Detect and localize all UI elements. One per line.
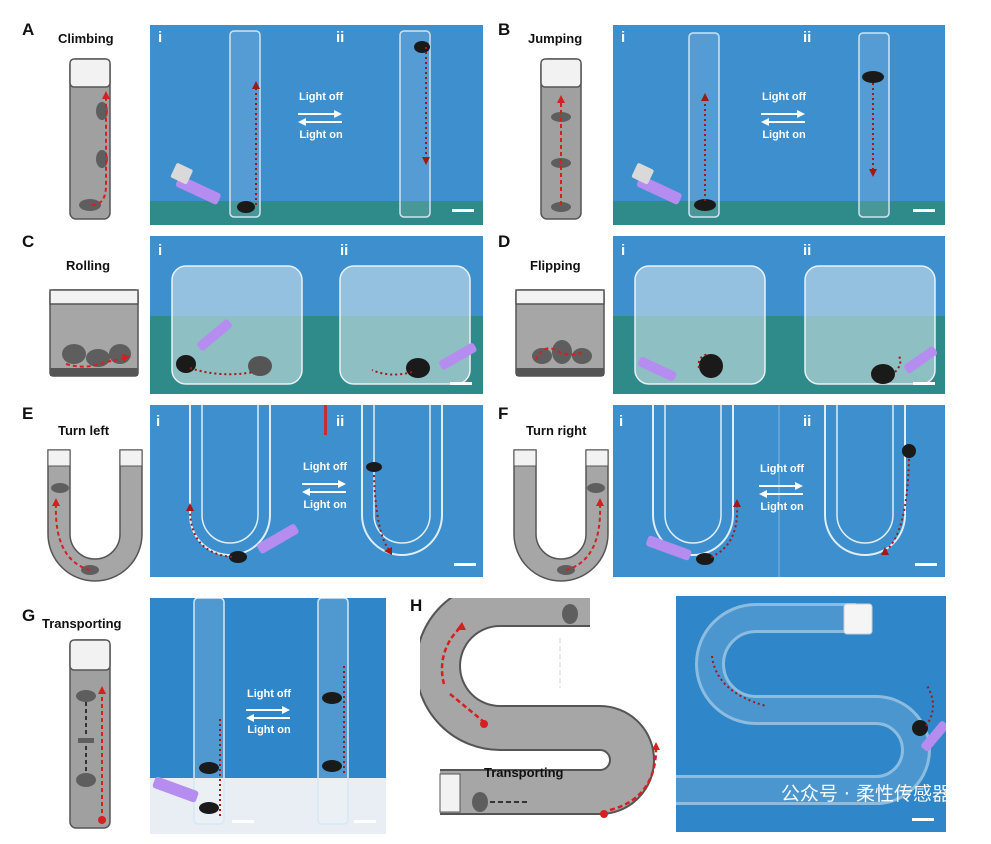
panel-e-scale-bar [454, 563, 476, 566]
panel-f-schematic-u-tube [513, 449, 609, 582]
panel-c-scale-bar [450, 382, 472, 385]
panel-b-scale-bar [913, 209, 935, 212]
panel-b-schematic-tube [540, 58, 582, 220]
panel-a-sub-i: i [158, 29, 163, 46]
panel-c-photo: i ii [150, 236, 483, 394]
panel-g-light-on: Light on [247, 724, 291, 736]
panel-b-letter: B [498, 20, 511, 39]
panel-f-scale-bar [915, 563, 937, 566]
panel-a-scale-bar [452, 209, 474, 212]
panel-e-sub-i: i [156, 413, 161, 430]
panel-b-sub-ii: ii [803, 29, 812, 46]
panel-g-light-off: Light off [247, 688, 291, 700]
panel-e-arrows [302, 480, 346, 496]
panel-f-title: Turn right [526, 423, 587, 438]
panel-e-sub-ii: ii [336, 413, 345, 430]
panel-c-schematic-beaker [49, 289, 139, 377]
panel-c-sub-ii: ii [340, 242, 349, 259]
panel-a-light-on: Light on [299, 129, 343, 141]
panel-d-sub-ii: ii [803, 242, 812, 259]
panel-g-letter: G [22, 606, 36, 625]
panel-f-light-off: Light off [760, 463, 804, 475]
panel-d-title: Flipping [530, 258, 581, 273]
panel-h-scale-bar [912, 818, 934, 821]
panel-a-sub-ii: ii [336, 29, 345, 46]
panel-a-photo: i ii Light off Light on [150, 25, 483, 225]
panel-a-title: Climbing [58, 31, 114, 46]
watermark: 公众号 · 柔性传感器 [780, 783, 951, 805]
panel-d-letter: D [498, 232, 511, 251]
panel-g-title: Transporting [42, 616, 122, 631]
panel-h-letter: H [410, 596, 423, 615]
panel-e-photo: i ii Light off Light on [150, 405, 483, 577]
panel-h-title: Transporting [484, 765, 564, 780]
panel-d-schematic-beaker [515, 289, 605, 377]
panel-h-photo [676, 596, 946, 832]
panel-f-sub-ii: ii [803, 413, 812, 430]
panel-b-sub-i: i [621, 29, 626, 46]
panel-a-letter: A [22, 20, 35, 39]
panel-d-sub-i: i [621, 242, 626, 259]
panel-a-light-off: Light off [299, 91, 343, 103]
panel-c-letter: C [22, 232, 35, 251]
panel-g-scale-bar-2 [354, 820, 376, 823]
panel-h-schematic-s-tube [420, 598, 660, 818]
panel-b-light-off: Light off [762, 91, 806, 103]
panel-a-schematic-tube [69, 58, 111, 220]
panel-c-title: Rolling [66, 258, 111, 273]
panel-f-photo: i ii Light off Light on [613, 405, 945, 577]
panel-f-light-on: Light on [760, 501, 804, 513]
panel-g-arrows [246, 706, 290, 722]
panel-c-sub-i: i [158, 242, 163, 259]
panel-g-photo: Light off Light on [150, 598, 386, 834]
panel-d-scale-bar [913, 382, 935, 385]
panel-f-letter: F [498, 404, 509, 423]
panel-b-arrows [761, 110, 805, 126]
panel-e-light-on: Light on [303, 499, 347, 511]
panel-d-photo: i ii [613, 236, 945, 394]
panel-e-light-off: Light off [303, 461, 347, 473]
panel-g-schematic-tube [69, 639, 111, 829]
panel-e-title: Turn left [58, 423, 110, 438]
panel-e-letter: E [22, 404, 34, 423]
panel-e-schematic-u-tube [47, 449, 143, 582]
panel-a-arrows [298, 110, 342, 126]
panel-f-sub-i: i [619, 413, 624, 430]
panel-b-title: Jumping [528, 31, 583, 46]
panel-b-light-on: Light on [762, 129, 806, 141]
panel-g-scale-bar-1 [232, 820, 254, 823]
panel-f-arrows [759, 482, 803, 498]
panel-b-photo: i ii Light off Light on [613, 25, 945, 225]
